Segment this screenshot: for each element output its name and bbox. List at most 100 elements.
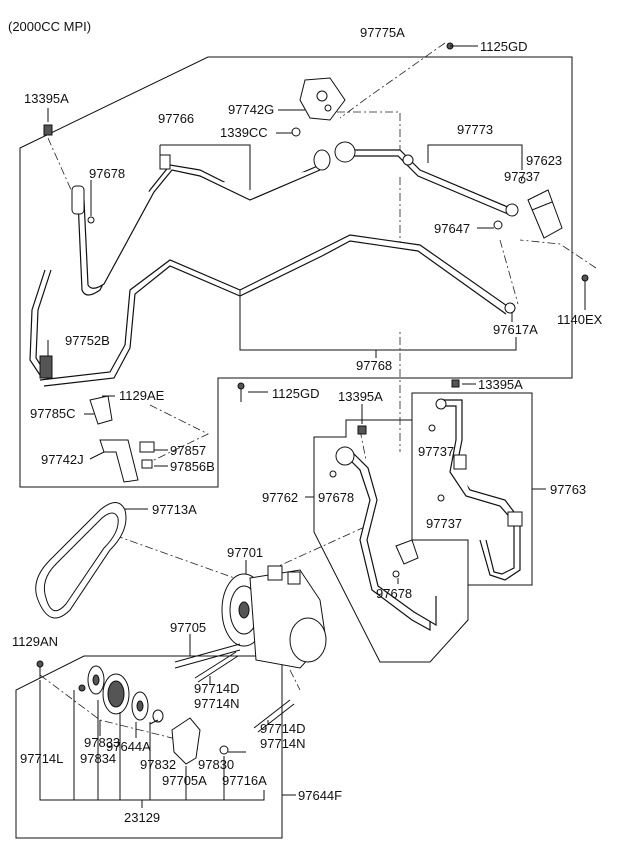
leader-dash	[519, 239, 597, 269]
label-97701: 97701	[227, 545, 263, 560]
fitting-97762	[335, 446, 355, 466]
oring-97678	[87, 216, 95, 224]
hose-97763-outline	[411, 392, 533, 586]
fitting-97763-end	[507, 511, 523, 527]
label-97737-c: 97737	[426, 516, 462, 531]
oring-97647	[493, 220, 503, 230]
label-97737-b: 97737	[418, 444, 454, 459]
label-97705: 97705	[170, 620, 206, 635]
label-97644F: 97644F	[298, 788, 342, 803]
label-97678-c: 97678	[376, 586, 412, 601]
pipe-97773-edge	[340, 155, 509, 215]
leader-dash	[499, 239, 519, 305]
label-97713A: 97713A	[152, 502, 197, 517]
fitting-97830	[219, 745, 229, 755]
label-97833: 97833	[84, 735, 120, 750]
bolt-97714D-b-edge	[257, 703, 295, 733]
sensor-97752B	[39, 355, 53, 379]
leader-dash	[269, 519, 381, 571]
label-97785C: 97785C	[30, 406, 76, 421]
fitting-center-right	[334, 141, 356, 163]
oring-97678	[329, 470, 337, 478]
bolt-1140EX	[581, 274, 589, 292]
pipe-97768-edge	[43, 240, 507, 387]
label-97752B: 97752B	[65, 333, 110, 348]
compressor-97701	[221, 565, 327, 669]
ring-97832	[152, 709, 164, 723]
bracket-hole	[324, 104, 332, 112]
label-97766: 97766	[158, 111, 194, 126]
part-labels: 97775A 1125GD 13395A 97766 97742G 1339CC…	[12, 25, 603, 825]
label-97762: 97762	[262, 490, 298, 505]
leader-dash	[337, 111, 401, 452]
label-1129AE: 1129AE	[119, 388, 165, 403]
label-97856B: 97856B	[170, 459, 215, 474]
bolt-13395A-right	[451, 379, 460, 388]
fitting-97766	[71, 185, 85, 215]
oring-97737	[518, 176, 526, 184]
label-97714D-a: 97714D	[194, 681, 240, 696]
label-97716A: 97716A	[222, 773, 267, 788]
label-13395A-right: 13395A	[478, 377, 523, 392]
label-1339CC: 1339CC	[220, 125, 268, 140]
bolt-13395A-mid	[357, 425, 367, 435]
bolt-1125GD-top	[446, 42, 463, 50]
label-97714D-b: 97714D	[260, 721, 306, 736]
bolt-1125GD-mid	[237, 382, 245, 402]
label-97617A: 97617A	[493, 322, 538, 337]
receiver-drier-97623	[527, 189, 563, 239]
label-23129: 23129	[124, 810, 160, 825]
label-13395A-mid: 13395A	[338, 389, 383, 404]
fitting-97762-end	[395, 539, 419, 565]
hose-97763-edge	[440, 405, 515, 575]
label-97623: 97623	[526, 153, 562, 168]
label-97742J: 97742J	[41, 452, 84, 467]
label-97705A: 97705A	[162, 773, 207, 788]
fitting-97773-end	[505, 203, 519, 217]
leader-dash	[359, 429, 367, 461]
leader-dash	[47, 137, 73, 193]
fitting-center	[313, 149, 331, 171]
fitting-97617A	[504, 302, 516, 314]
fitting-97763-top	[435, 398, 447, 410]
label-1140EX: 1140EX	[557, 312, 603, 327]
clamp-97785C	[89, 395, 113, 425]
lower-group-outline	[15, 655, 283, 839]
bolt-1129AN-head	[36, 660, 44, 668]
diagram-title: (2000CC MPI)	[8, 19, 91, 34]
bracket-hole	[316, 90, 328, 102]
label-97832: 97832	[140, 757, 176, 772]
label-1125GD-mid: 1125GD	[272, 386, 319, 401]
fitting-97773	[402, 154, 414, 166]
label-97647: 97647	[434, 221, 470, 236]
pulley-97834-inner	[107, 680, 125, 708]
label-97714N-a: 97714N	[194, 696, 240, 711]
bracket-97742J	[99, 439, 139, 483]
leader-dash	[99, 529, 241, 581]
belt-inner	[43, 512, 119, 612]
label-97742G: 97742G	[228, 102, 274, 117]
label-1129AN: 1129AN	[12, 634, 58, 649]
label-97763: 97763	[550, 482, 586, 497]
bracket-97705A	[171, 717, 201, 765]
label-97834: 97834	[80, 751, 116, 766]
grommet-97857	[139, 441, 155, 453]
oring-97737	[437, 494, 445, 502]
oring-97678	[392, 570, 400, 578]
label-97714L: 97714L	[20, 751, 63, 766]
callout-lines	[39, 45, 586, 808]
bolt-97705	[174, 643, 241, 663]
grommet-97856B	[141, 459, 153, 469]
hose-97762-edge	[351, 451, 437, 627]
label-97857: 97857	[170, 443, 206, 458]
fitting-97766-top	[159, 154, 171, 170]
label-1125GD-top: 1125GD	[480, 39, 527, 54]
label-97737-a: 97737	[504, 169, 540, 184]
leader-dash	[149, 404, 209, 463]
coil-97644A-center	[136, 700, 144, 712]
fitting-97763	[453, 454, 467, 470]
plate-97833-center	[92, 674, 100, 686]
nut-97714L	[78, 684, 86, 692]
